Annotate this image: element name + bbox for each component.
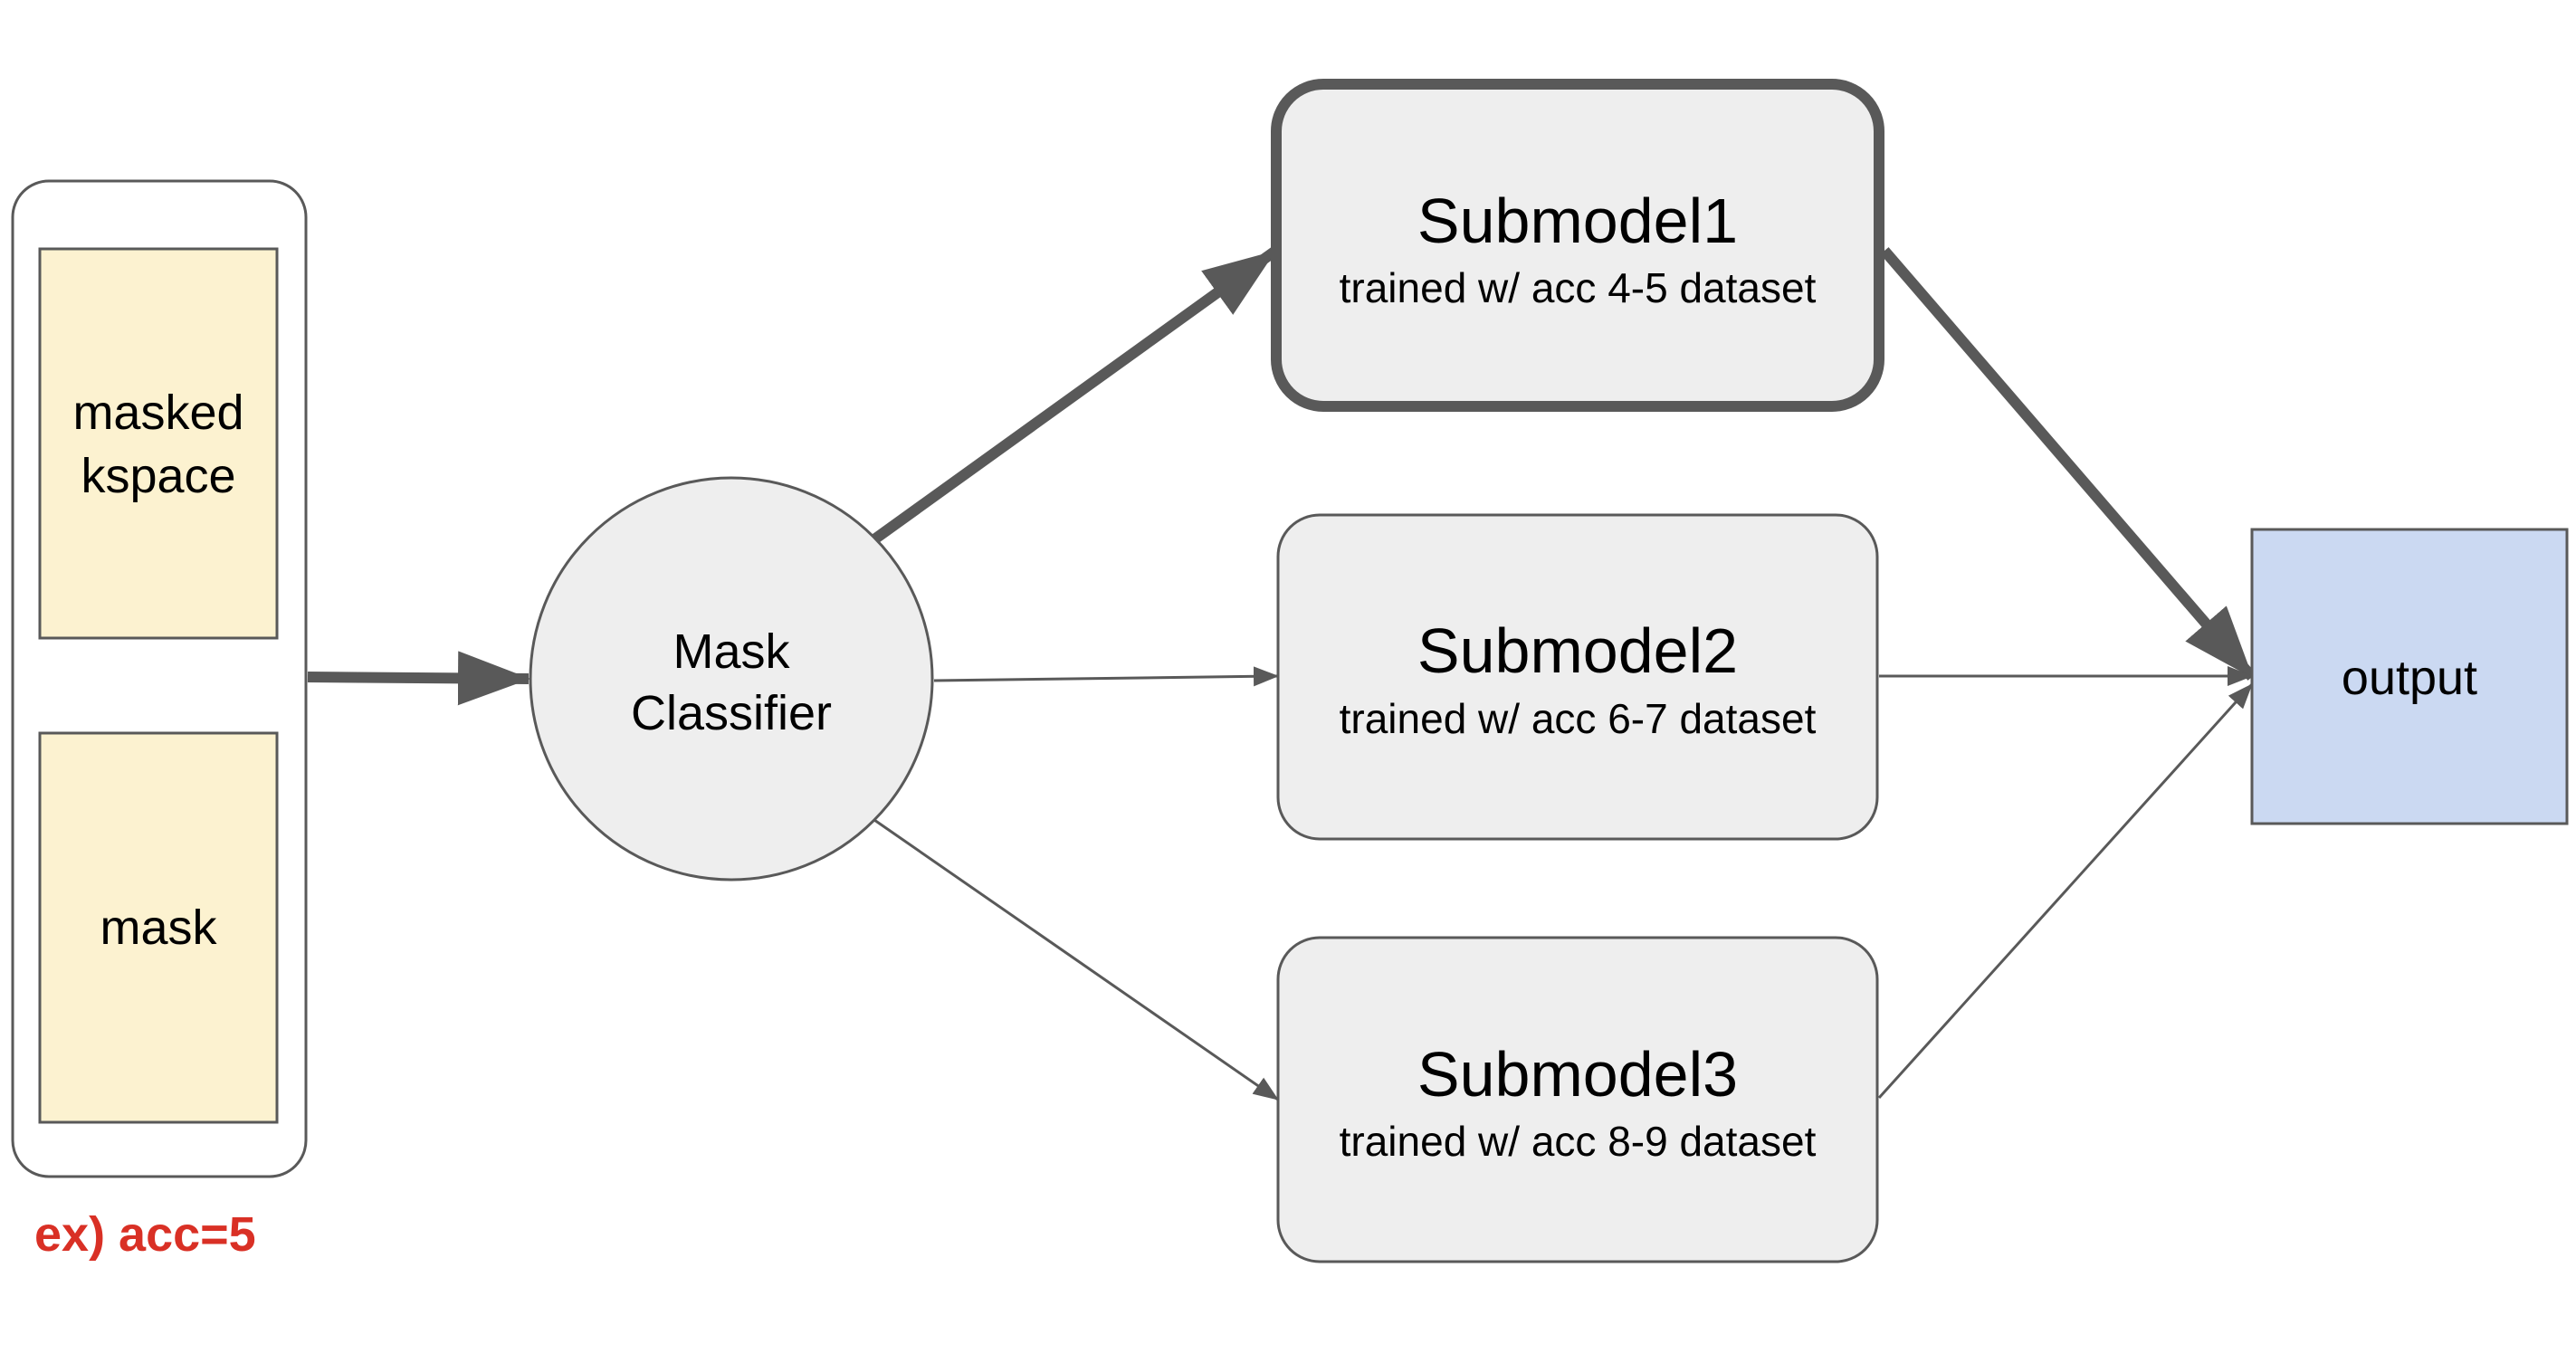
submodel2-box: [1276, 513, 1879, 841]
edge-submodel1-to-output: [1880, 247, 2256, 681]
input-group: masked kspace mask ex) acc=5: [11, 179, 308, 1262]
mask-box: [38, 731, 279, 1124]
edge-classifier-to-submodel3: [873, 818, 1279, 1101]
mask-classifier-circle: [529, 476, 934, 882]
mask-classifier-node: Mask Classifier: [529, 476, 934, 882]
masked-kspace-label-line2: kspace: [81, 449, 235, 503]
submodel1-node: Submodel1 trained w/ acc 4-5 dataset: [1271, 79, 1884, 412]
connectors: [307, 247, 2256, 1101]
submodel2-title: Submodel2: [1417, 615, 1738, 686]
masked-kspace-label-line1: masked: [72, 386, 243, 440]
submodel3-subtitle: trained w/ acc 8-9 dataset: [1340, 1118, 1817, 1165]
edge-classifier-to-submodel2: [933, 666, 1279, 687]
submodel3-node: Submodel3 trained w/ acc 8-9 dataset: [1276, 936, 1879, 1263]
output-box: [2250, 528, 2569, 825]
submodel2-node: Submodel2 trained w/ acc 6-7 dataset: [1276, 513, 1879, 841]
submodel3-title: Submodel3: [1417, 1039, 1738, 1110]
submodel1-box: [1271, 79, 1884, 412]
output-label: output: [2342, 651, 2477, 705]
submodel1-subtitle: trained w/ acc 4-5 dataset: [1340, 264, 1817, 311]
edge-submodel3-to-output: [1877, 682, 2254, 1100]
example-caption: ex) acc=5: [34, 1207, 256, 1262]
mask-label: mask: [100, 901, 217, 955]
submodel3-box: [1276, 936, 1879, 1263]
mask-classifier-label-line2: Classifier: [631, 686, 832, 740]
submodel1-title: Submodel1: [1417, 186, 1738, 256]
edge-input-to-classifier: [307, 651, 530, 706]
output-node: output: [2250, 528, 2569, 825]
edge-classifier-to-submodel1: [871, 247, 1278, 544]
masked-kspace-box: [38, 247, 279, 640]
submodel2-subtitle: trained w/ acc 6-7 dataset: [1340, 695, 1817, 742]
mask-classifier-label-line1: Mask: [673, 624, 790, 679]
